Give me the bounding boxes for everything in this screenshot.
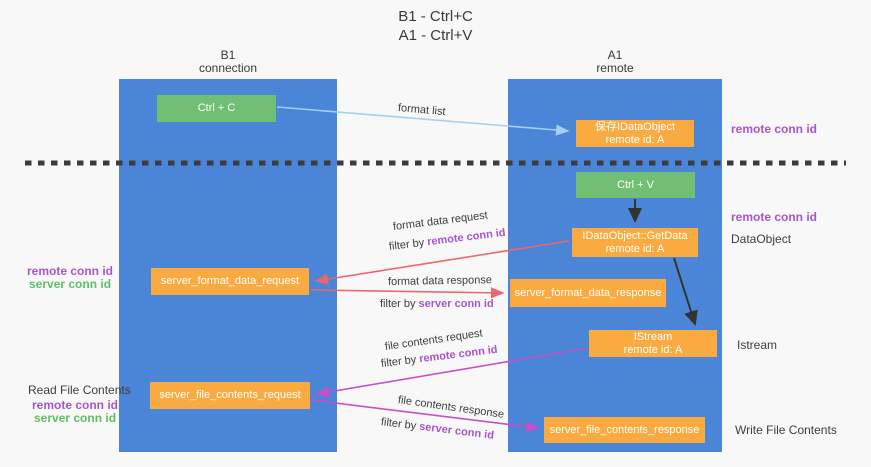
diagram-title: B1 - Ctrl+C A1 - Ctrl+V [0, 7, 871, 45]
node-server-file-contents-response-label: server_file_contents_response [549, 423, 700, 436]
node-server-format-data-request-label: server_format_data_request [160, 275, 300, 287]
side-label-remote-conn-id-mid-right: remote conn id [731, 210, 818, 224]
column-header-a1: A1 remote [508, 49, 722, 75]
node-save-idataobject-line2: remote id: A [605, 133, 665, 146]
node-istream: IStream remote id: A [589, 330, 717, 357]
column-a1-name: A1 [607, 48, 623, 62]
node-istream-line1: IStream [633, 330, 673, 343]
node-server-format-data-response-label: server_format_data_response [514, 286, 662, 299]
side-label-remote-conn-id-mid-left: remote conn id [27, 264, 114, 278]
node-istream-line2: remote id: A [623, 343, 683, 356]
side-label-write-file-contents: Write File Contents [735, 423, 837, 437]
arrow-file-contents-response [310, 399, 540, 433]
edge-label-format-data-response: format data response [387, 274, 493, 288]
server-conn-id-key: server conn id [418, 298, 494, 310]
side-label-istream: Istream [737, 338, 778, 352]
node-idataobject-getdata: IDataObject::GetData remote id: A [572, 228, 698, 257]
node-ctrl-c-label: Ctrl + C [197, 102, 236, 114]
arrow-getdata-to-istream [673, 257, 698, 326]
filter-by-text: filter by [380, 298, 419, 310]
side-label-read-file-contents: Read File Contents [28, 383, 131, 397]
edge-label-format-data-response-filter: filter by server conn id [380, 298, 494, 310]
node-server-format-data-request: server_format_data_request [151, 268, 309, 295]
arrow-format-data-request [314, 240, 570, 285]
arrow-file-contents-request [315, 347, 589, 398]
node-idataobject-getdata-line1: IDataObject::GetData [582, 229, 688, 242]
node-idataobject-getdata-line2: remote id: A [605, 242, 665, 255]
arrow-format-list [276, 106, 570, 136]
column-b1-subtitle: connection [198, 61, 258, 75]
node-server-file-contents-request: server_file_contents_request [150, 382, 310, 409]
column-a1-subtitle: remote [596, 61, 634, 75]
column-b1-name: B1 [220, 48, 236, 62]
side-label-remote-conn-id-bottom-left: remote conn id [32, 398, 119, 412]
arrow-format-data-response [310, 287, 505, 299]
side-label-remote-conn-id-top-right: remote conn id [731, 122, 818, 136]
title-line-1: B1 - Ctrl+C [398, 8, 473, 25]
node-server-file-contents-response: server_file_contents_response [544, 417, 705, 443]
side-label-server-conn-id-bottom-left: server conn id [34, 411, 117, 425]
side-label-dataobject: DataObject [731, 232, 792, 246]
node-server-file-contents-request-label: server_file_contents_request [159, 389, 301, 401]
node-save-idataobject: 保存IDataObject remote id: A [576, 120, 694, 147]
node-save-idataobject-line1: 保存IDataObject [594, 120, 676, 133]
node-server-format-data-response: server_format_data_response [510, 279, 666, 307]
column-header-b1: B1 connection [119, 49, 337, 75]
node-ctrl-c: Ctrl + C [157, 95, 276, 122]
side-label-server-conn-id-mid-left: server conn id [29, 277, 112, 291]
title-line-2: A1 - Ctrl+V [398, 27, 473, 44]
node-ctrl-v-label: Ctrl + V [617, 178, 654, 191]
node-ctrl-v: Ctrl + V [576, 172, 695, 198]
